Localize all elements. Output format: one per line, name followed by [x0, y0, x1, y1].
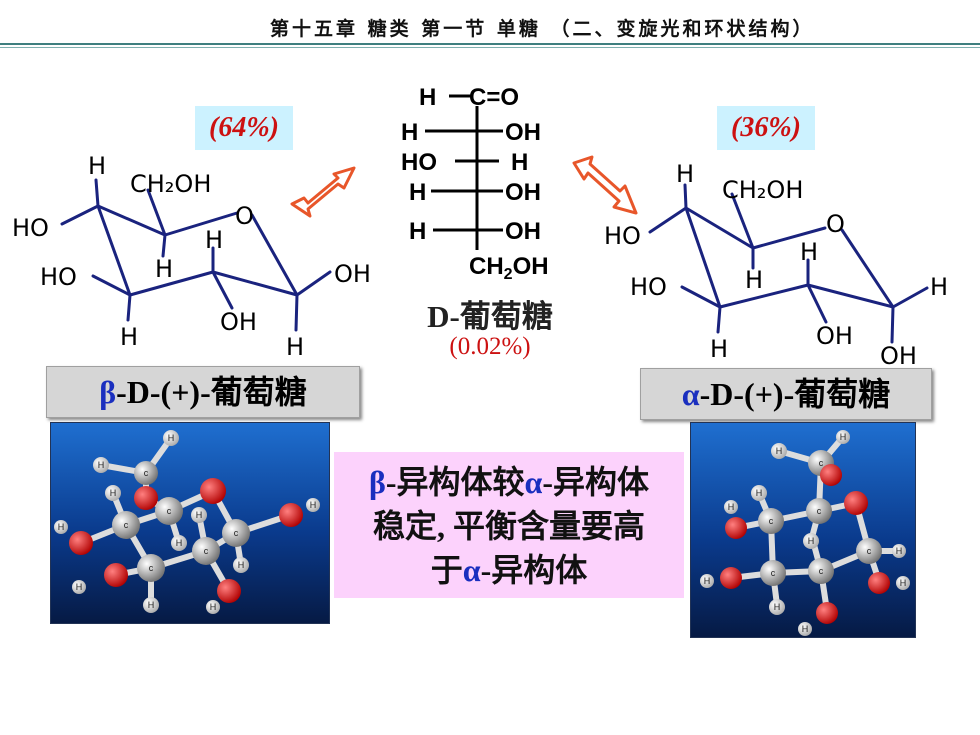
- beta-label-o: O: [235, 202, 254, 230]
- fischer-row5-right: OH: [505, 218, 541, 245]
- svg-text:H: H: [774, 602, 781, 612]
- svg-text:H: H: [176, 538, 183, 548]
- svg-text:c: c: [144, 468, 149, 478]
- beta-label-ho2: HO: [40, 263, 77, 291]
- alpha-label-ho1: HO: [604, 222, 641, 250]
- svg-text:H: H: [148, 600, 155, 610]
- svg-text:H: H: [76, 582, 83, 592]
- svg-text:H: H: [896, 546, 903, 556]
- fischer-row5-left: H: [409, 218, 426, 245]
- alpha-name-box: α-D-(+)-葡萄糖: [640, 368, 932, 420]
- svg-text:H: H: [900, 578, 907, 588]
- svg-text:H: H: [840, 432, 847, 442]
- open-chain-name: D-葡萄糖: [427, 299, 553, 334]
- beta-percent: (64%): [195, 106, 293, 150]
- fischer-row4-right: OH: [505, 179, 541, 206]
- page-title: 第十五章 糖类 第一节 单糖 （二、变旋光和环状结构）: [270, 18, 815, 40]
- beta-label-oh1: OH: [334, 260, 371, 288]
- alpha-label-o: O: [826, 210, 845, 238]
- beta-label-ho1: HO: [12, 214, 49, 242]
- svg-text:c: c: [234, 528, 239, 538]
- alpha-label-h1: H: [676, 160, 694, 188]
- beta-label-h1: H: [88, 152, 106, 180]
- svg-text:H: H: [238, 560, 245, 570]
- fischer-row4-left: H: [409, 179, 426, 206]
- header-divider: [0, 43, 980, 45]
- note-line-2: 稳定, 平衡含量要高: [372, 508, 645, 544]
- svg-text:H: H: [802, 624, 809, 634]
- fischer-row2-left: H: [401, 119, 418, 146]
- beta-name-box: β-D-(+)-葡萄糖: [46, 366, 360, 418]
- svg-text:c: c: [819, 458, 824, 468]
- fischer-row3-left: HO: [401, 149, 437, 176]
- svg-text:c: c: [167, 506, 172, 516]
- beta-label-h3: H: [155, 255, 173, 283]
- fischer-row2-right: OH: [505, 119, 541, 146]
- right-equilibrium-arrow-icon: [572, 155, 638, 215]
- svg-text:c: c: [771, 568, 776, 578]
- beta-label-h2: H: [205, 226, 223, 254]
- alpha-percent: (36%): [717, 106, 815, 150]
- alpha-label-h3: H: [745, 266, 763, 294]
- svg-text:H: H: [98, 460, 105, 470]
- svg-text:c: c: [149, 563, 154, 573]
- svg-text:H: H: [110, 488, 117, 498]
- svg-text:H: H: [704, 576, 711, 586]
- note-line-1: β-异构体较α-异构体: [368, 464, 650, 500]
- alpha-label-ho2: HO: [630, 273, 667, 301]
- fischer-row1-left: H: [419, 84, 436, 111]
- svg-text:H: H: [728, 502, 735, 512]
- svg-text:H: H: [58, 522, 65, 532]
- svg-text:H: H: [210, 602, 217, 612]
- fischer-projection: H C=O H OH HO H H OH H OH CH2OH: [401, 84, 549, 283]
- note-line-3: 于α-异构体: [430, 552, 588, 588]
- svg-text:c: c: [819, 566, 824, 576]
- svg-text:H: H: [756, 488, 763, 498]
- svg-text:c: c: [124, 520, 129, 530]
- svg-text:H: H: [310, 500, 317, 510]
- alpha-label-ch2oh: CH₂OH: [722, 176, 803, 204]
- alpha-ball-and-stick-model: H H c H H c c H c H H c c H H H: [690, 422, 916, 638]
- fischer-bottom-group: CH2OH: [469, 253, 549, 283]
- svg-text:c: c: [204, 546, 209, 556]
- fischer-row3-right: H: [511, 149, 528, 176]
- beta-label-oh2: OH: [220, 308, 257, 336]
- beta-haworth-structure: H CH₂OH O HO H H HO OH H OH H: [12, 152, 371, 361]
- fischer-row1-right: C=O: [469, 84, 519, 111]
- header-divider-thin: [0, 47, 980, 48]
- alpha-label-oh2: OH: [880, 342, 917, 370]
- alpha-label-h5: H: [930, 273, 948, 301]
- alpha-label-oh1: OH: [816, 322, 853, 350]
- left-equilibrium-arrow-icon: [290, 166, 356, 218]
- open-chain-percent: (0.02%): [449, 333, 531, 360]
- beta-label-h4: H: [120, 323, 138, 351]
- alpha-haworth-structure: H CH₂OH O HO H H HO H H OH OH: [604, 160, 948, 370]
- beta-label-ch2oh: CH₂OH: [130, 170, 211, 198]
- stability-note: β-异构体较α-异构体 稳定, 平衡含量要高 于α-异构体: [334, 452, 684, 598]
- svg-text:H: H: [196, 510, 203, 520]
- svg-text:H: H: [808, 536, 815, 546]
- svg-text:c: c: [769, 516, 774, 526]
- beta-ball-and-stick-model: H H H c c H c H H c H H c H c H H: [50, 422, 330, 624]
- svg-text:H: H: [776, 446, 783, 456]
- svg-text:H: H: [168, 433, 175, 443]
- svg-text:c: c: [817, 506, 822, 516]
- svg-text:c: c: [867, 546, 872, 556]
- alpha-label-h2: H: [800, 238, 818, 266]
- alpha-label-h4: H: [710, 335, 728, 363]
- beta-label-h5: H: [286, 333, 304, 361]
